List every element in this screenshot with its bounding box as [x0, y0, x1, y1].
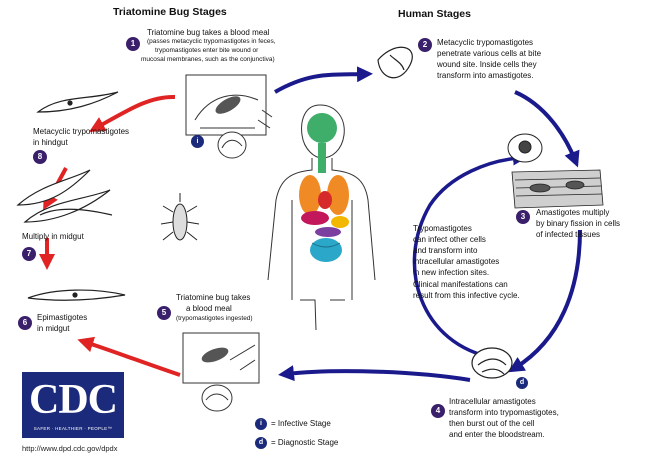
metacyclic-trypomastigote-drawing	[38, 92, 118, 112]
step-1-badge: 1	[126, 37, 140, 51]
infected-cell-drawing	[508, 134, 542, 162]
step-2-line-4: transform into amastigotes.	[437, 71, 533, 81]
step-2-line-3: wound site. Inside cells they	[437, 60, 537, 70]
step-6-line-1: Epimastigotes	[37, 313, 87, 323]
cycle-note-line-3: and transform into	[413, 246, 477, 256]
epimastigote-drawing	[28, 290, 125, 300]
header-human-stages: Human Stages	[398, 8, 471, 20]
step-3-line-1: Amastigotes multiply	[536, 208, 609, 218]
metacyclic-trypomastigote-human-drawing	[378, 47, 412, 77]
step-1-title: Triatomine bug takes a blood meal	[147, 28, 269, 38]
step-5-title-line-2: a blood meal	[186, 304, 232, 314]
step-3-line-3: of infected tissues	[536, 230, 600, 240]
human-organs	[299, 113, 349, 262]
step-2-line-2: penetrate various cells at bite	[437, 49, 541, 59]
step-1-detail-line-3: mucosal membranes, such as the conjuncti…	[141, 56, 275, 64]
step-4-line-3: then burst out of the cell	[449, 419, 534, 429]
cycle-note-line-5: in new infection sites.	[413, 268, 489, 278]
step-4-line-4: and enter the bloodstream.	[449, 430, 545, 440]
inset-parasite-5	[202, 385, 232, 411]
legend-infective-label: = Infective Stage	[271, 419, 331, 429]
step-5-title-line-1: Triatomine bug takes	[176, 293, 250, 303]
step-3-badge: 3	[516, 210, 530, 224]
blue-arrow-1-to-2	[275, 74, 365, 92]
diagnostic-stage-marker-step-4: d	[516, 377, 528, 389]
step-8-badge: 8	[33, 150, 47, 164]
step-3-line-2: by binary fission in cells	[536, 219, 620, 229]
blue-arrow-3-to-4	[515, 230, 580, 368]
step-5-badge: 5	[157, 306, 171, 320]
step-2-badge: 2	[418, 38, 432, 52]
step-6-badge: 6	[18, 316, 32, 330]
cdc-logo-text: CDC	[22, 376, 124, 424]
header-triatomine-bug-stages: Triatomine Bug Stages	[113, 6, 227, 18]
step-1-detail-line-2: trypomastigotes enter bite wound or	[155, 47, 258, 55]
bursting-cell-drawing	[472, 348, 512, 378]
cycle-note-line-7: result from this infective cycle.	[413, 291, 520, 301]
cycle-note-line-4: intracellular amastigotes	[413, 257, 499, 267]
step-5-detail: (trypomastigotes ingested)	[176, 315, 253, 323]
infective-stage-marker-step-1: i	[191, 135, 204, 148]
infected-tissue-drawing	[512, 170, 603, 208]
red-arrow-5-to-6	[85, 342, 180, 375]
cdc-logo-tagline: SAFER · HEALTHIER · PEOPLE™	[22, 426, 124, 431]
legend-infective-marker: i	[255, 418, 267, 430]
step-2-line-1: Metacyclic trypomastigotes	[437, 38, 533, 48]
cycle-note-line-1: Trypomastigotes	[413, 224, 472, 234]
step-7-badge: 7	[22, 247, 36, 261]
step-6-line-2: in midgut	[37, 324, 69, 334]
midgut-parasites-drawing	[18, 170, 112, 222]
source-url[interactable]: http://www.dpd.cdc.gov/dpdx	[22, 444, 117, 453]
legend-diagnostic-marker: d	[255, 437, 267, 449]
step-4-badge: 4	[431, 404, 445, 418]
step-1-detail-line-1: (passes metacyclic trypomastigotes in fe…	[147, 38, 276, 46]
triatomine-bug-drawing	[161, 193, 199, 240]
blue-arrow-4-to-5	[286, 371, 470, 380]
step-4-line-1: Intracellular amastigotes	[449, 397, 536, 407]
step-8-line-2: in hindgut	[33, 138, 68, 148]
red-arrow-1-to-8	[96, 97, 175, 128]
cycle-note-line-6: Clinical manifestations can	[413, 280, 508, 290]
legend-diagnostic-label: = Diagnostic Stage	[271, 438, 338, 448]
cycle-note-line-2: can infect other cells	[413, 235, 486, 245]
step-8-line-1: Metacyclic trypomastigotes	[33, 127, 129, 137]
step-4-line-2: transform into trypomastigotes,	[449, 408, 559, 418]
step-7-line-1: Multiply in midgut	[22, 232, 84, 242]
cdc-logo: CDC SAFER · HEALTHIER · PEOPLE™	[22, 372, 124, 438]
